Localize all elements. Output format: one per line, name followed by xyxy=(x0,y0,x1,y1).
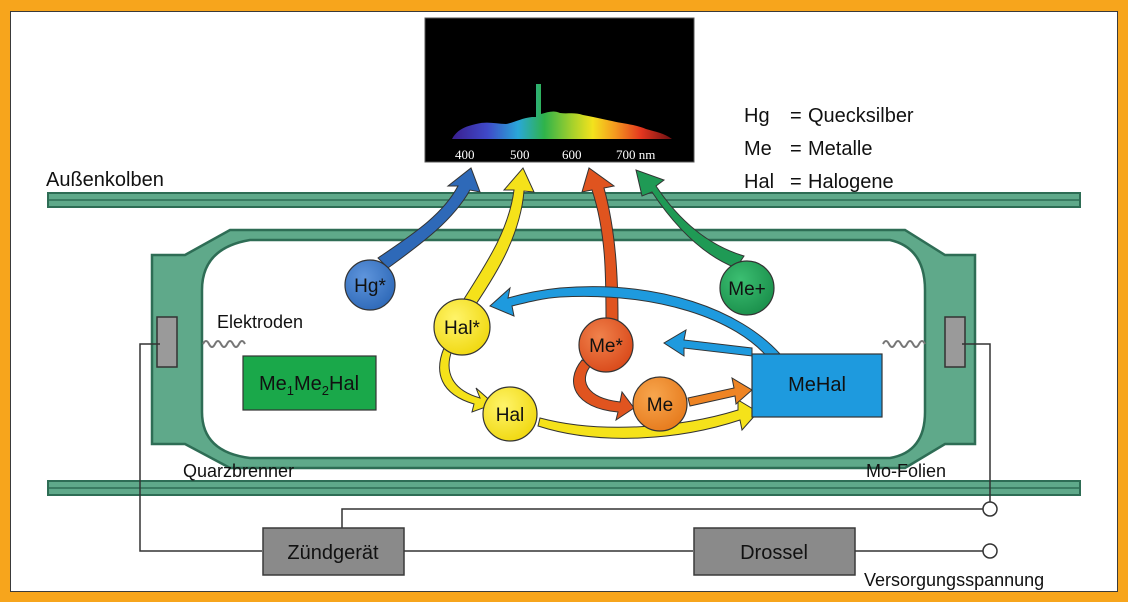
node-mehal-label: MeHal xyxy=(788,374,846,396)
cycle-arrows xyxy=(439,286,781,439)
legend-name-me: Metalle xyxy=(808,138,873,160)
terminal-bottom xyxy=(982,543,998,559)
electrode-coil-right xyxy=(882,340,926,348)
node-hal-label: Hal xyxy=(496,405,525,426)
node-hal-star-label: Hal* xyxy=(444,318,481,339)
arrow-hal-star-to-hal xyxy=(439,347,495,413)
node-me1me2hal: Me1Me2Hal xyxy=(242,355,377,411)
legend-symbol-me: Me xyxy=(744,138,772,160)
spectrum-bands xyxy=(452,84,672,139)
spectrum-tick-400: 400 xyxy=(455,147,475,162)
label-mo-foils: Mo-Folien xyxy=(866,461,947,481)
label-supply: Versorgungsspannung xyxy=(864,570,1045,590)
legend-symbol-hg: Hg xyxy=(744,105,770,127)
node-hal xyxy=(482,386,538,442)
emission-arrows xyxy=(377,167,745,321)
legend-eq-hg: = xyxy=(790,105,802,127)
legend-eq-me: = xyxy=(790,138,802,160)
igniter-label: Zündgerät xyxy=(287,542,379,564)
label-electrodes: Elektroden xyxy=(217,312,304,332)
igniter-box: Zündgerät xyxy=(262,527,405,576)
terminal-top xyxy=(982,501,998,517)
legend-symbol-hal: Hal xyxy=(744,171,775,193)
node-me-label: Me xyxy=(647,395,673,416)
node-me-plus xyxy=(719,260,775,316)
node-me xyxy=(632,376,688,432)
arrow-hal xyxy=(455,167,535,317)
node-me-plus-label: Me+ xyxy=(728,279,766,300)
arrow-me-star-to-me xyxy=(573,359,635,422)
label-outer-bulb: Außenkolben xyxy=(46,169,164,191)
ballast-label: Drossel xyxy=(740,542,808,564)
spectrum-tick-700: 700 nm xyxy=(616,147,655,162)
spectrum-tick-600: 600 xyxy=(562,147,582,162)
node-mehal: MeHal xyxy=(751,353,883,418)
electrode-coil-left xyxy=(202,340,246,348)
legend-name-hal: Halogene xyxy=(808,171,894,193)
label-quartz-burner: Quarzbrenner xyxy=(183,461,295,481)
arrow-mehal-to-me-star xyxy=(663,328,753,357)
ballast-box: Drossel xyxy=(693,527,856,576)
arrow-hg xyxy=(377,167,481,269)
node-hg-star xyxy=(344,259,396,311)
node-me-star-label: Me* xyxy=(589,336,623,357)
mo-foil-right xyxy=(944,316,966,368)
arrow-mehal-to-hal-star xyxy=(489,286,781,361)
node-hg-star-label: Hg* xyxy=(354,276,386,297)
legend-name-hg: Quecksilber xyxy=(808,105,914,127)
outer-bulb xyxy=(47,192,1081,496)
arrow-hal-to-mehal xyxy=(537,399,759,439)
mo-foil-left xyxy=(156,316,178,368)
node-me-star xyxy=(578,317,634,373)
spectrum-tick-500: 500 xyxy=(510,147,530,162)
legend-eq-hal: = xyxy=(790,171,802,193)
node-hal-star xyxy=(433,298,491,356)
node-me1me2hal-label: Me1Me2Hal xyxy=(259,373,359,398)
arrow-me-plus xyxy=(635,169,745,269)
arrow-me xyxy=(581,167,619,321)
spectrum-panel: 400 500 600 700 nm xyxy=(424,17,695,163)
wiring xyxy=(139,343,991,552)
arrow-me-to-mehal xyxy=(687,376,753,407)
